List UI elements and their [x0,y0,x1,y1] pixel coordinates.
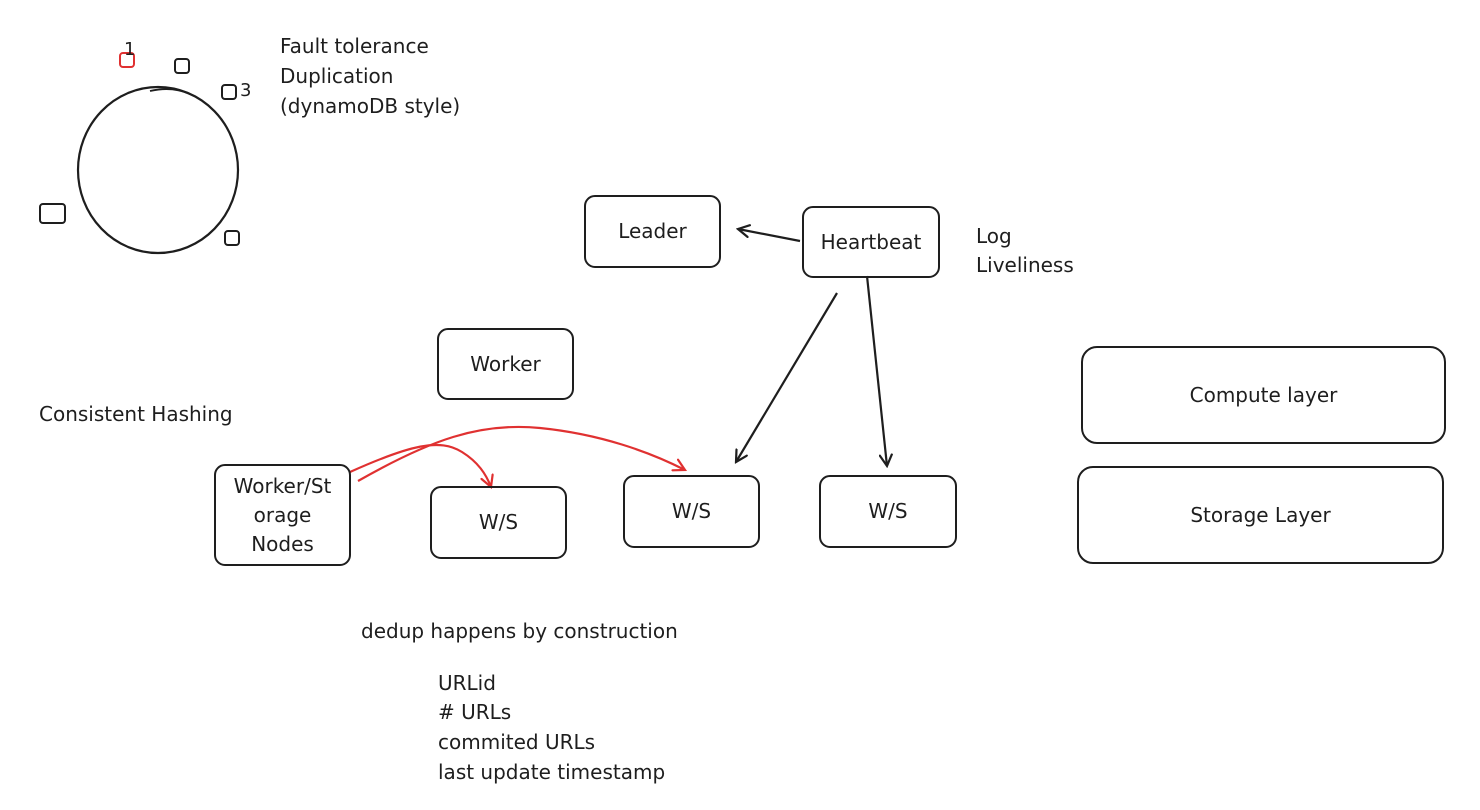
worker-storage-label-line-2: orage [253,502,312,527]
ring-node-2[interactable] [174,58,190,74]
worker-storage-label-line-3: Nodes [251,531,314,556]
ring-node-1[interactable] [119,52,135,68]
ring-title-line-1: Fault tolerance [280,34,429,58]
dedup-note: dedup happens by construction [361,619,678,643]
hash-ring [76,85,240,255]
ring-overlap-stroke [149,88,191,95]
worker-storage-nodes-box[interactable]: Worker/St orage Nodes [214,464,351,566]
compute-layer-label: Compute layer [1189,382,1338,407]
worker-box[interactable]: Worker [437,328,574,400]
arrow-heartbeat-to-ws-2 [736,292,838,462]
heartbeat-note-line-2: Liveliness [976,253,1074,277]
leader-box[interactable]: Leader [584,195,721,268]
arrow-heartbeat-to-ws-3 [865,275,887,466]
field-committed-urls: commited URLs [438,730,596,754]
field-last-update-timestamp: last update timestamp [438,760,666,784]
consistent-hashing-label: Consistent Hashing [39,402,233,426]
ring-title-line-2: Duplication [280,64,394,88]
ring-title-line-3: (dynamoDB style) [280,94,461,118]
heartbeat-label: Heartbeat [820,229,922,254]
arrow-heartbeat-to-leader [738,229,801,243]
heartbeat-box[interactable]: Heartbeat [802,206,940,278]
ws-box-3-label: W/S [868,499,908,523]
leader-label: Leader [618,219,687,243]
ring-node-1-label: 1 [124,39,136,60]
worker-label: Worker [470,351,541,376]
ring-node-5[interactable] [224,230,240,246]
ws-box-2[interactable]: W/S [623,475,760,548]
red-arrow-to-ws-1 [349,443,491,487]
ring-node-3[interactable] [221,84,237,100]
ws-box-1[interactable]: W/S [430,486,567,559]
worker-storage-label-line-1: Worker/St [233,473,332,498]
ring-node-3-label: 3 [240,80,252,101]
field-url-count: # URLs [438,700,512,724]
ws-box-2-label: W/S [671,499,712,523]
heartbeat-note-line-1: Log [976,224,1012,248]
storage-layer-label: Storage Layer [1190,502,1331,527]
red-arrow-to-ws-2 [357,425,685,482]
ring-node-4[interactable] [39,203,66,224]
storage-layer-box[interactable]: Storage Layer [1077,466,1444,564]
compute-layer-box[interactable]: Compute layer [1081,346,1446,444]
ws-box-1-label: W/S [478,510,519,534]
ws-box-3[interactable]: W/S [819,475,957,548]
field-urlid: URLid [438,671,496,695]
